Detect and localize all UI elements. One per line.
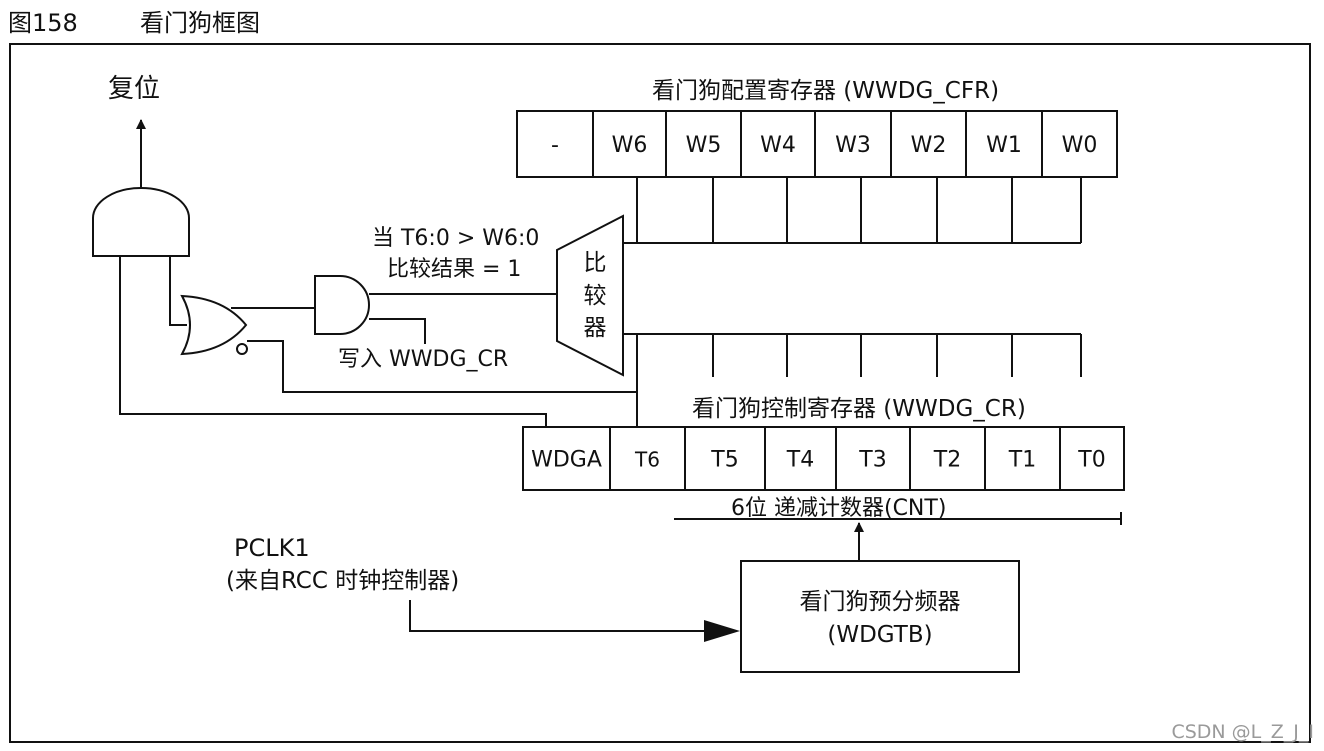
cfr-bus <box>623 177 1082 244</box>
cfr-bit-label: W2 <box>911 133 947 158</box>
diagram-frame <box>9 43 1311 743</box>
cfr-bit-cell <box>740 110 816 178</box>
clock-line <box>409 600 709 632</box>
cfr-bit-label: W3 <box>835 133 871 158</box>
cr-bit-label: T4 <box>786 448 814 473</box>
cfr-bit-label: W6 <box>612 133 648 158</box>
cr-bit-cell <box>984 426 1061 491</box>
prescaler-block <box>740 560 1020 673</box>
cfr-bit-cell <box>516 110 594 178</box>
cfr-register: - W6 W5 W4 W3 W2 W1 W0 <box>516 110 1118 178</box>
watermark: CSDN @L_Z_J_I <box>1171 721 1314 743</box>
figure-number: 图158 <box>8 9 78 37</box>
cr-bit-cell <box>609 426 686 491</box>
cr-bit-cell <box>835 426 911 491</box>
cr-bit-label: T1 <box>1008 448 1036 473</box>
or-gate-inversion-bubble <box>236 343 248 355</box>
t6-to-or-line <box>247 340 638 393</box>
or-gate <box>180 294 248 356</box>
cfr-bit-cell <box>890 110 967 178</box>
cfr-bit-cell <box>1041 110 1118 178</box>
cfr-bit-label: W0 <box>1062 133 1098 158</box>
compare-note-line1: 当 T6:0 > W6:0 <box>372 226 539 251</box>
comparator-char-2: 较 <box>584 283 607 309</box>
cfr-bit-cell <box>965 110 1043 178</box>
comparator-char-3: 器 <box>584 315 607 341</box>
cr-bit-cell <box>684 426 766 491</box>
cr-bit-label: T2 <box>933 448 961 473</box>
write-cr-label: 写入 WWDG_CR <box>338 347 508 372</box>
counter-label: 6位 递减计数器(CNT) <box>731 496 946 521</box>
cr-title: 看门狗控制寄存器 (WWDG_CR) <box>692 396 1026 422</box>
wdga-line <box>119 256 547 427</box>
cr-bit-cell <box>909 426 986 491</box>
cfr-bit-cell <box>592 110 667 178</box>
cr-bit-cell <box>1059 426 1125 491</box>
write-cr-line <box>369 318 426 344</box>
cfr-bit-cell <box>665 110 742 178</box>
reset-label: 复位 <box>108 74 160 104</box>
cr-bit-label: WDGA <box>531 448 602 473</box>
prescaler-code: (WDGTB) <box>827 622 932 648</box>
comparator-char-1: 比 <box>584 250 607 276</box>
cr-bit-cell <box>522 426 611 491</box>
cr-bus <box>623 333 1082 427</box>
cr-register: WDGA T6 T5 T4 T3 T2 T1 T0 <box>522 426 1125 491</box>
reset-and-gate <box>92 187 190 257</box>
clock-arrowhead <box>704 620 740 642</box>
counter-bracket <box>674 512 1122 525</box>
or-to-and-line <box>169 256 187 326</box>
cr-bit-label: T3 <box>858 448 886 473</box>
cfr-bit-label: - <box>551 133 559 158</box>
cfr-bit-label: W1 <box>986 133 1022 158</box>
comparator-block <box>556 214 624 377</box>
cr-bit-cell <box>764 426 837 491</box>
clock-source: (来自RCC 时钟控制器) <box>226 568 459 594</box>
cfr-title: 看门狗配置寄存器 (WWDG_CFR) <box>652 78 999 104</box>
cr-bit-label: T6 <box>634 448 660 472</box>
clock-name: PCLK1 <box>234 534 310 562</box>
compare-note-line2: 比较结果 = 1 <box>387 257 521 282</box>
prescaler-name: 看门狗预分频器 <box>800 589 961 615</box>
cfr-bit-label: W4 <box>760 133 796 158</box>
cr-bit-label: T5 <box>710 448 738 473</box>
cfr-bit-label: W5 <box>686 133 722 158</box>
cr-bit-label: T0 <box>1077 448 1105 473</box>
figure-title: 看门狗框图 <box>140 9 260 37</box>
compare-and-gate <box>314 275 370 335</box>
